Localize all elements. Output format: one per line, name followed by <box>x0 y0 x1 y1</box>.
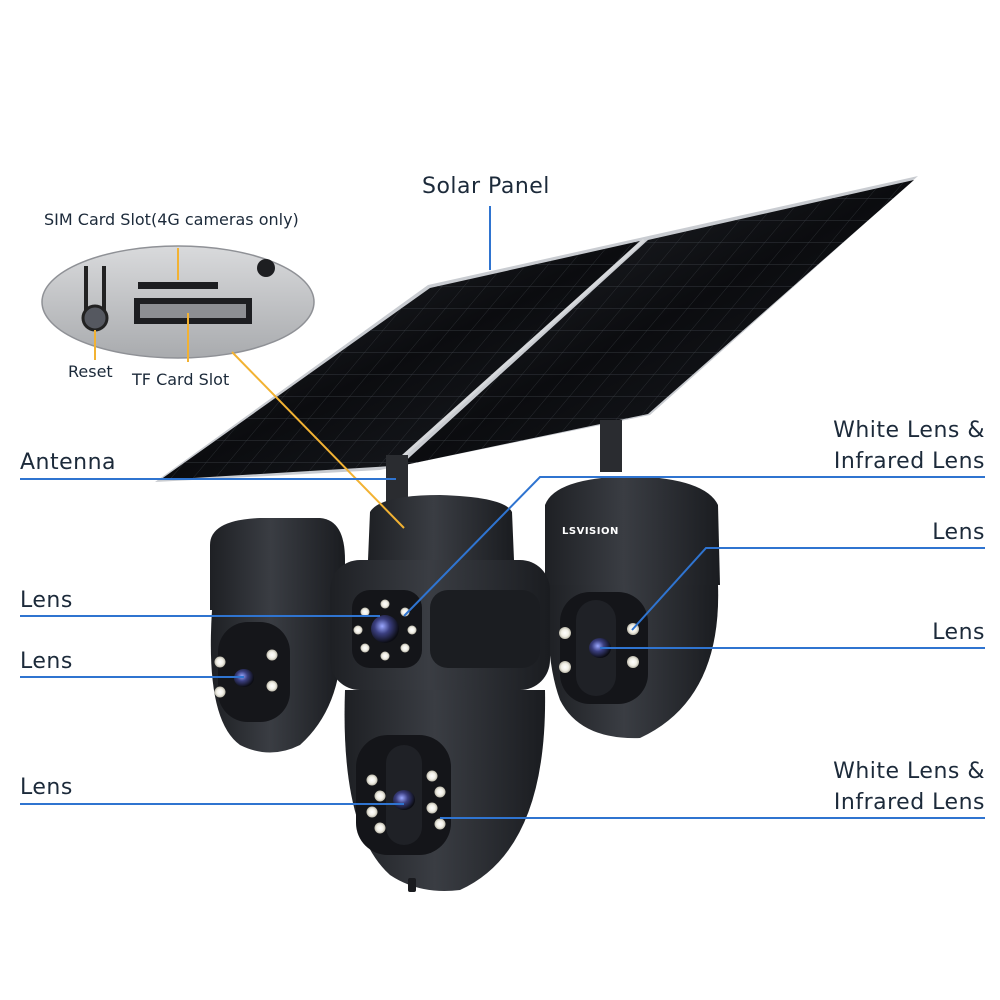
leader-white-ir-top <box>403 476 985 617</box>
brand-logo: LSVISION <box>562 526 619 537</box>
leader-lens-right-top <box>631 547 985 631</box>
label-reset: Reset <box>68 362 113 381</box>
label-lens-right-mid: Lens <box>932 620 985 645</box>
label-lens-left-3: Lens <box>20 775 73 800</box>
leader-inset-pointer <box>231 351 405 529</box>
left-camera <box>210 518 345 753</box>
mount-post-right <box>600 420 622 472</box>
mount-post-left <box>386 455 408 505</box>
label-solar-panel: Solar Panel <box>422 174 550 199</box>
label-lens-left-2: Lens <box>20 649 73 674</box>
right-camera: LSVISION <box>545 476 720 739</box>
slot-detail-inset <box>41 245 315 359</box>
label-white-lens-top-line1: White Lens & <box>833 418 985 443</box>
label-tf-card-slot: TF Card Slot <box>132 370 230 389</box>
label-infrared-lens-bottom-line2: Infrared Lens <box>833 790 985 815</box>
label-infrared-lens-top-line2: Infrared Lens <box>833 449 985 474</box>
solar-panel <box>155 176 918 482</box>
center-top-camera <box>330 495 550 690</box>
label-antenna: Antenna <box>20 450 117 475</box>
leader-lines <box>20 206 985 819</box>
label-lens-left-1: Lens <box>20 588 73 613</box>
label-sim-card-slot: SIM Card Slot(4G cameras only) <box>44 210 299 229</box>
center-bottom-camera <box>344 690 546 892</box>
label-white-lens-bottom-line1: White Lens & <box>833 759 985 784</box>
label-lens-right-top: Lens <box>932 520 985 545</box>
